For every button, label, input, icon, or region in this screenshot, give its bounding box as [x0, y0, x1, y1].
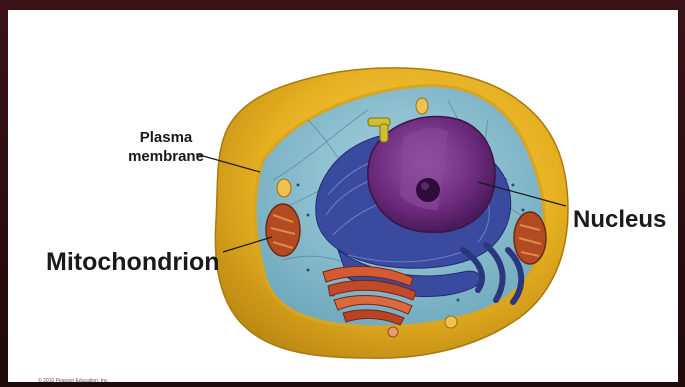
copyright-notice: © 2010 Pearson Education, Inc. [38, 378, 109, 384]
plasma-membrane-label-line1: Plasma [111, 128, 221, 147]
plasma-membrane-label: Plasma membrane [111, 128, 221, 166]
animal-cell-diagram [8, 10, 678, 382]
nucleus-label: Nucleus [573, 206, 666, 234]
slide: Plasma membrane Nucleus Mitochondrion © … [8, 10, 678, 382]
nucleolus [416, 178, 440, 202]
mitochondrion-label: Mitochondrion [46, 248, 220, 277]
plasma-membrane-label-line2: membrane [111, 147, 221, 166]
mitochondrion-left [266, 204, 300, 256]
mitochondrion-right [514, 212, 546, 264]
